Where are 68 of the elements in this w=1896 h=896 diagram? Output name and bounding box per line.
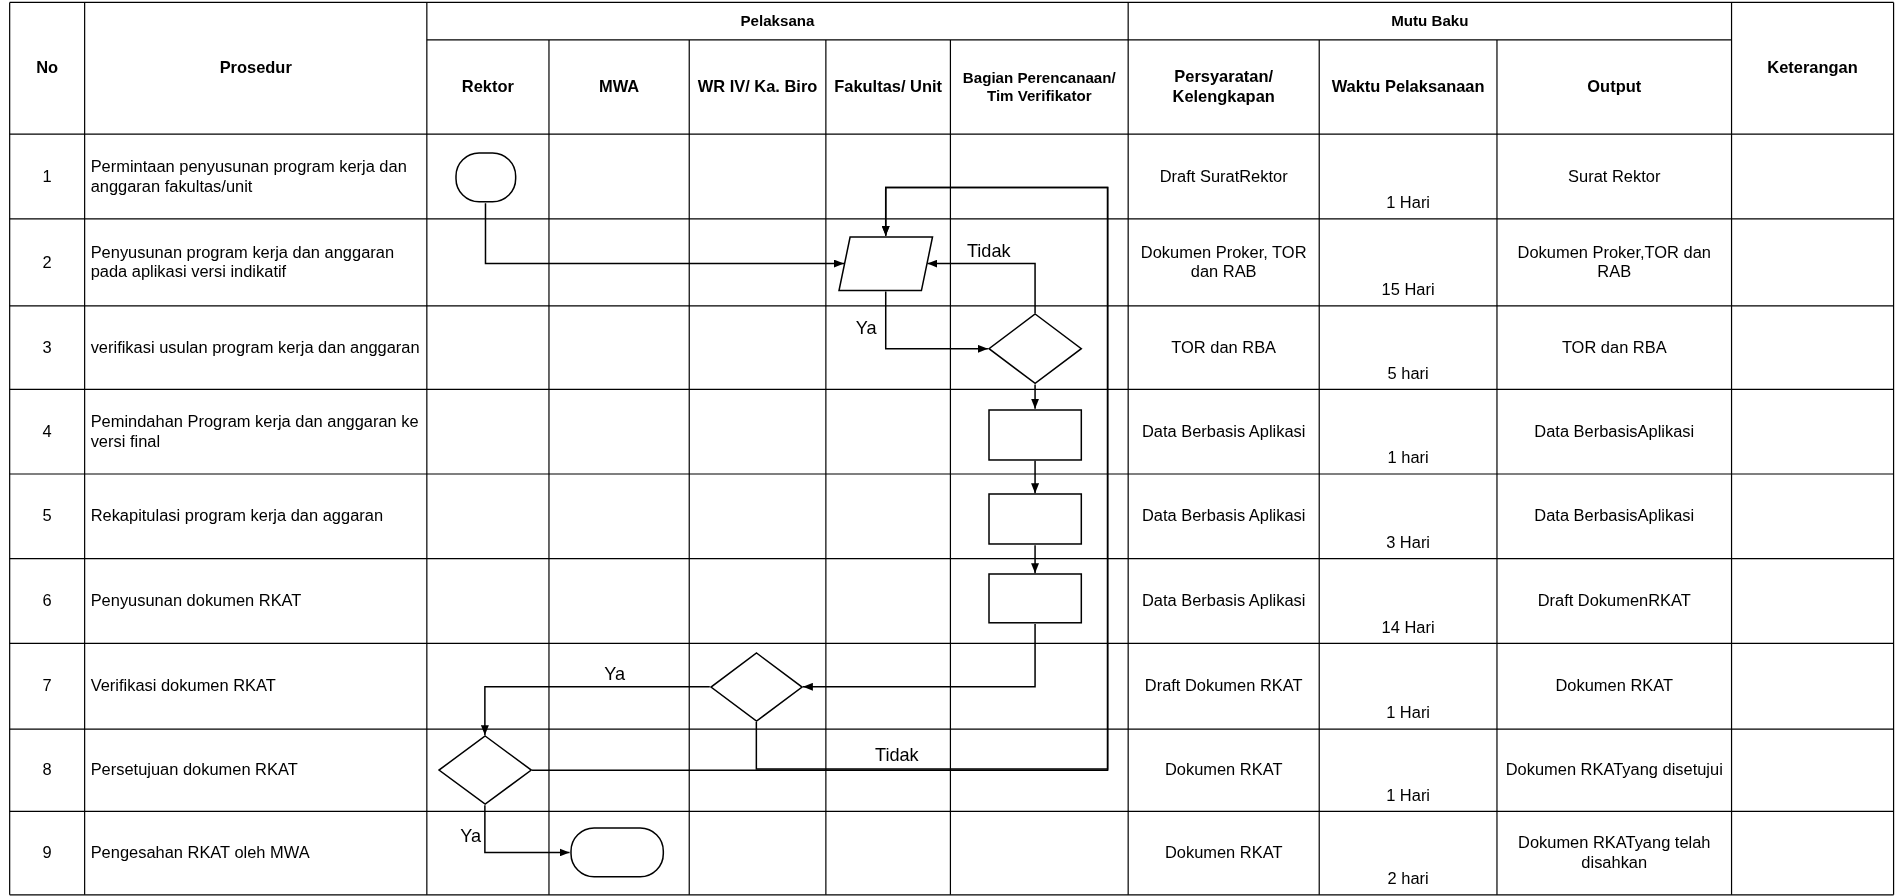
column-header: MWA: [599, 77, 640, 97]
row-number: 4: [42, 421, 52, 442]
output-text: Dokumen RKAT: [1555, 676, 1674, 697]
column-header: Fakultas/ Unit: [834, 77, 942, 97]
group-header: Pelaksana: [740, 12, 815, 31]
arrow: [480, 686, 711, 736]
arrow: [1031, 459, 1040, 495]
row-number: 6: [42, 591, 52, 611]
column-header: Rektor: [461, 77, 514, 97]
arrow: [1031, 544, 1040, 574]
requirement-text: Data Berbasis Aplikasi: [1141, 506, 1306, 527]
arrow: [1031, 383, 1040, 410]
column-header: Waktu Pelaksanaan: [1331, 77, 1485, 97]
row-number: 7: [42, 676, 52, 697]
duration-text: 1 Hari: [1386, 785, 1430, 806]
row-number: 9: [42, 843, 52, 863]
row-number: 1: [42, 166, 52, 187]
column-header: Bagian Perencanaan/ Tim Verifikator: [961, 68, 1117, 106]
column-header: No: [36, 58, 59, 79]
row-number: 2: [42, 252, 52, 273]
duration-text: 5 hari: [1387, 363, 1429, 384]
row-number: 5: [42, 506, 52, 527]
output-text: Data BerbasisAplikasi: [1534, 506, 1695, 527]
duration-text: 1 hari: [1387, 448, 1429, 468]
arrow: [926, 259, 1036, 314]
row-number: 8: [42, 760, 52, 781]
column-header: Output: [1587, 77, 1642, 97]
requirement-text: Draft Dokumen RKAT: [1144, 676, 1303, 697]
requirement-text: TOR dan RBA: [1171, 337, 1277, 358]
requirement-text: Dokumen RKAT: [1164, 843, 1283, 863]
duration-text: 14 Hari: [1381, 617, 1435, 638]
requirement-text: Dokumen Proker, TOR dan RAB: [1139, 242, 1308, 283]
column-header: Persyaratan/ Kelengkapan: [1171, 67, 1276, 107]
requirement-text: Draft SuratRektor: [1159, 166, 1288, 187]
procedure-text: Rekapitulasi program kerja dan aggaran: [90, 506, 384, 527]
duration-text: 1 Hari: [1386, 703, 1430, 724]
procedure-text: Verifikasi dokumen RKAT: [90, 676, 276, 697]
row-number: 3: [42, 337, 52, 358]
procedure-text: Penyusunan dokumen RKAT: [90, 591, 302, 611]
arrow: [802, 623, 1036, 691]
output-text: Surat Rektor: [1568, 166, 1661, 187]
duration-text: 15 Hari: [1381, 280, 1435, 300]
procedure-text: Penyusunan program kerja dan anggaran pada aplikasi versi indikatif: [90, 242, 396, 283]
arrow: [484, 804, 571, 857]
requirement-text: Data Berbasis Aplikasi: [1141, 421, 1306, 442]
procedure-text: Pemindahan Program kerja dan anggaran ke versi final: [90, 411, 420, 452]
arrow: [531, 186, 1109, 771]
output-text: Dokumen RKATyang disetujui: [1505, 760, 1723, 781]
procedure-text: Pengesahan RKAT oleh MWA: [90, 843, 310, 863]
column-header: WR IV/ Ka. Biro: [697, 77, 818, 97]
output-text: Draft DokumenRKAT: [1537, 591, 1691, 611]
procedure-text: verifikasi usulan program kerja dan anggaran: [90, 337, 420, 358]
output-text: Data BerbasisAplikasi: [1534, 421, 1695, 442]
column-header: Prosedur: [219, 58, 292, 79]
duration-text: 1 Hari: [1386, 193, 1430, 213]
requirement-text: Dokumen RKAT: [1164, 760, 1283, 781]
duration-text: 3 Hari: [1386, 532, 1430, 553]
output-text: Dokumen RKATyang telah disahkan: [1517, 833, 1712, 873]
procedure-text: Persetujuan dokumen RKAT: [90, 760, 298, 781]
arrow: [484, 202, 845, 268]
output-text: TOR dan RBA: [1561, 337, 1667, 358]
procedure-text: Permintaan penyusunan program kerja dan anggaran fakultas/unit: [90, 156, 408, 197]
column-header: Keterangan: [1767, 58, 1858, 79]
group-header: Mutu Baku: [1391, 12, 1469, 31]
arrow: [885, 290, 989, 353]
duration-text: 2 hari: [1387, 869, 1429, 889]
output-text: Dokumen Proker,TOR dan RAB: [1516, 242, 1712, 283]
requirement-text: Data Berbasis Aplikasi: [1141, 591, 1306, 611]
